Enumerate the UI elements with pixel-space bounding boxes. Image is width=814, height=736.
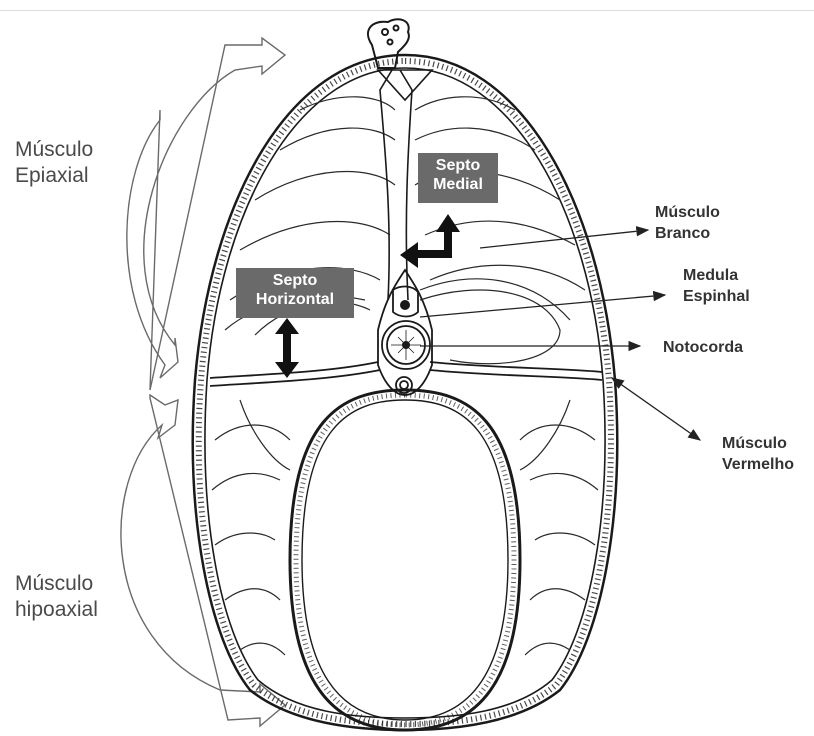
- label-septo-horizontal: Septo Horizontal: [236, 268, 354, 318]
- label-musculo-vermelho: Músculo Vermelho: [722, 434, 794, 476]
- epiaxial-bracket-arrow: [127, 38, 285, 390]
- label-musculo-branco: Músculo Branco: [655, 203, 720, 245]
- label-septo-medial: Septo Medial: [418, 153, 498, 203]
- septo-horizontal-indicator-arrow: [275, 318, 299, 378]
- septo-medial-indicator-arrow: [400, 214, 460, 268]
- label-notocorda: Notocorda: [663, 338, 743, 359]
- notochord-core: [391, 330, 421, 360]
- label-musculo-epiaxial: Músculo Epiaxial: [15, 137, 93, 190]
- body-cavity: [290, 390, 520, 730]
- label-musculo-hipoaxial: Músculo hipoaxial: [15, 571, 98, 624]
- hypaxial-lines: [212, 400, 598, 655]
- label-medula-espinhal: Medula Espinhal: [683, 266, 750, 308]
- spinal-cord: [400, 300, 410, 310]
